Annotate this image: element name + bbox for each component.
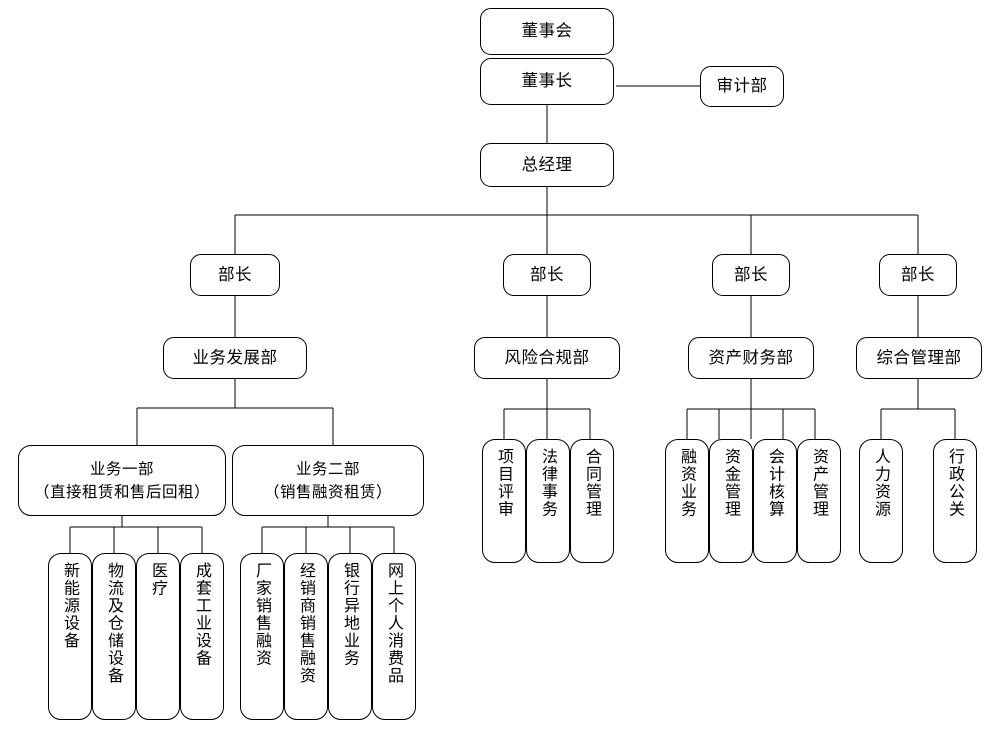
node-label: 厂家销售融资 (253, 562, 272, 667)
node-leaf-bank-offsite-business[interactable]: 银行异地业务 (328, 553, 372, 720)
node-director-risk[interactable]: 部长 (503, 254, 591, 296)
node-director-admin[interactable]: 部长 (879, 254, 957, 296)
node-department-business-development[interactable]: 业务发展部 (163, 337, 307, 379)
node-label: 网上个人消费品 (385, 562, 404, 685)
node-department-asset-finance[interactable]: 资产财务部 (688, 337, 814, 379)
node-leaf-asset-management[interactable]: 资产管理 (797, 439, 841, 563)
node-leaf-human-resources[interactable]: 人力资源 (859, 439, 903, 563)
node-label: 部长 (734, 264, 768, 284)
node-label: 部长 (218, 264, 252, 284)
node-label: 部长 (901, 264, 935, 284)
node-leaf-project-review[interactable]: 项目评审 (482, 439, 526, 563)
node-leaf-legal-affairs[interactable]: 法律事务 (526, 439, 570, 563)
node-leaf-contract-management[interactable]: 合同管理 (570, 439, 614, 563)
node-leaf-medical[interactable]: 医疗 (136, 553, 180, 720)
node-label: 行政公关 (946, 448, 965, 518)
node-leaf-complete-industrial-equipment[interactable]: 成套工业设备 (180, 553, 224, 720)
node-label: 物流及仓储设备 (105, 562, 124, 685)
node-leaf-accounting[interactable]: 会计核算 (753, 439, 797, 563)
node-label: 董事长 (521, 71, 573, 91)
node-label: 会计核算 (766, 448, 785, 518)
node-label: 综合管理部 (876, 347, 962, 367)
node-leaf-logistics-warehousing-equipment[interactable]: 物流及仓储设备 (92, 553, 136, 720)
node-board-of-directors[interactable]: 董事会 (480, 8, 614, 55)
node-label: 医疗 (149, 562, 168, 597)
node-label: 合同管理 (583, 448, 602, 518)
node-department-general-admin[interactable]: 综合管理部 (856, 337, 982, 379)
node-label: 资产管理 (810, 448, 829, 518)
node-audit-department[interactable]: 审计部 (700, 66, 784, 107)
node-label: 风险合规部 (504, 347, 590, 367)
node-label: 法律事务 (539, 448, 558, 518)
node-director-finance[interactable]: 部长 (712, 254, 790, 296)
node-label: 经销商销售融资 (297, 562, 316, 685)
node-label: 资产财务部 (708, 347, 794, 367)
node-leaf-online-personal-consumer-goods[interactable]: 网上个人消费品 (372, 553, 416, 720)
node-leaf-fund-management[interactable]: 资金管理 (709, 439, 753, 563)
node-label: 成套工业设备 (193, 562, 212, 667)
node-director-business[interactable]: 部长 (190, 254, 280, 296)
node-label: 新能源设备 (61, 562, 80, 650)
node-label: 董事会 (521, 21, 573, 41)
node-label: 资金管理 (722, 448, 741, 518)
node-chairman[interactable]: 董事长 (480, 58, 614, 105)
node-leaf-manufacturer-sales-financing[interactable]: 厂家销售融资 (240, 553, 284, 720)
node-label: 人力资源 (872, 448, 891, 518)
node-label: 业务一部 （直接租赁和售后回租） (33, 460, 210, 501)
node-general-manager[interactable]: 总经理 (480, 143, 614, 187)
node-label: 融资业务 (678, 448, 697, 518)
node-label: 业务二部 （销售融资租赁） (263, 460, 392, 501)
node-label: 部长 (530, 264, 564, 284)
node-label: 总经理 (521, 154, 573, 174)
node-leaf-financing-business[interactable]: 融资业务 (665, 439, 709, 563)
node-business-unit-1[interactable]: 业务一部 （直接租赁和售后回租） (18, 445, 226, 516)
node-department-risk-compliance[interactable]: 风险合规部 (474, 337, 620, 379)
node-label: 银行异地业务 (341, 562, 360, 667)
node-label: 项目评审 (495, 448, 514, 518)
node-leaf-new-energy-equipment[interactable]: 新能源设备 (48, 553, 92, 720)
node-leaf-administration-pr[interactable]: 行政公关 (933, 439, 977, 563)
node-business-unit-2[interactable]: 业务二部 （销售融资租赁） (232, 445, 424, 516)
node-label: 业务发展部 (192, 347, 278, 367)
node-leaf-dealer-sales-financing[interactable]: 经销商销售融资 (284, 553, 328, 720)
node-label: 审计部 (716, 76, 768, 96)
